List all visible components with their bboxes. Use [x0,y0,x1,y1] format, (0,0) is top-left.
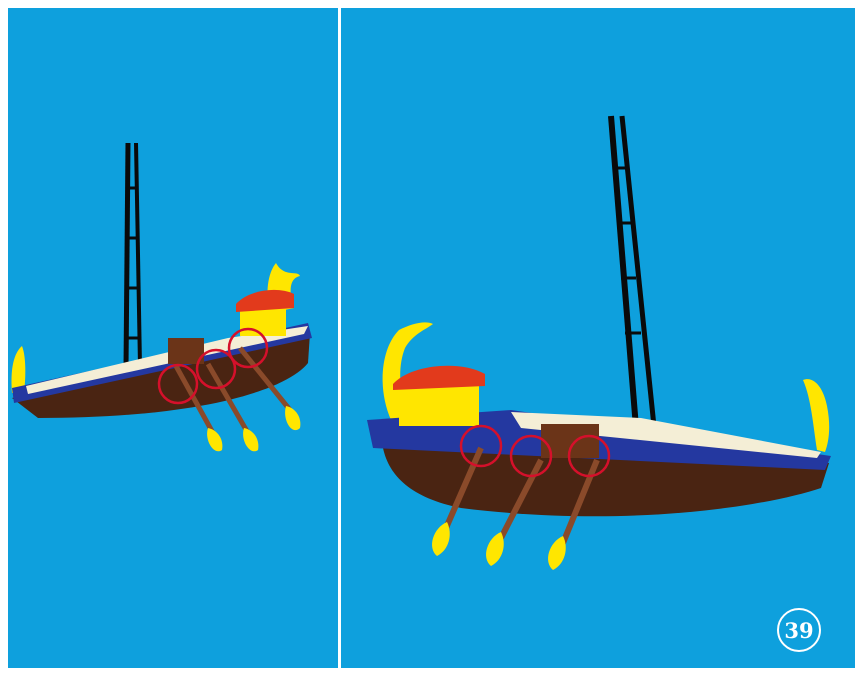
right-panel [341,8,855,668]
left-panel [8,8,338,668]
panel-background [341,8,855,668]
boat-illustration-left [8,8,338,668]
step-number: 39 [784,618,813,643]
boat-illustration-right [341,8,855,668]
cabin [393,366,485,426]
step-number-badge: 39 [777,608,821,652]
